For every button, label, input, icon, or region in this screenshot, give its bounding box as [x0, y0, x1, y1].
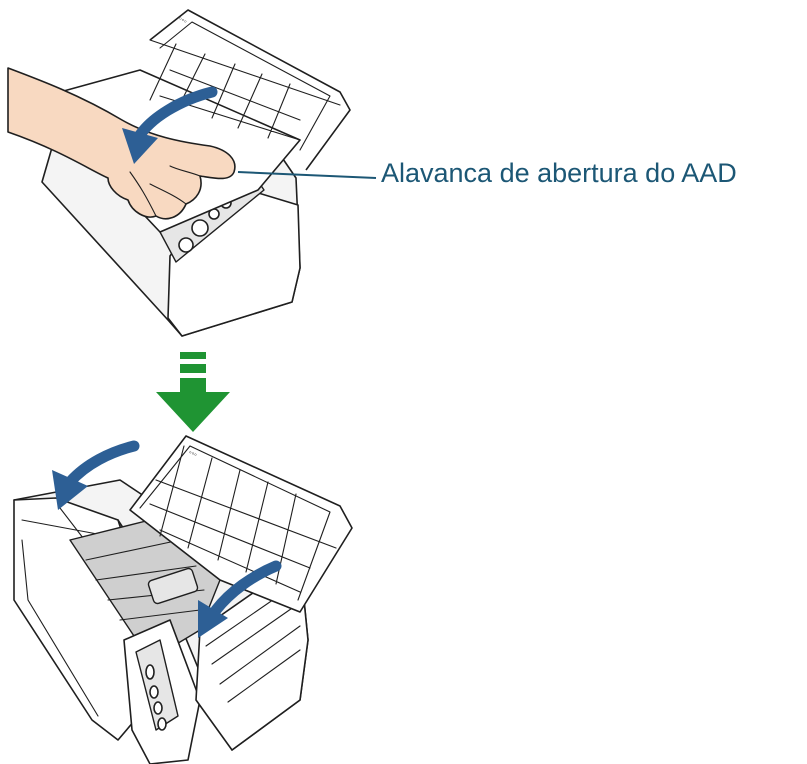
open-chute-marking: ◦◦◦	[187, 448, 199, 460]
hand-arm	[7, 67, 236, 220]
scanner-open-illustration: ◦◦◦	[13, 435, 353, 764]
curved-arrow-left-icon	[52, 440, 140, 510]
adf-lever-callout-label: Alavanca de abertura do AAD	[381, 158, 737, 188]
curved-arrow-right-icon	[198, 560, 282, 638]
power-button	[178, 237, 194, 253]
chute-frame	[149, 9, 351, 171]
open-chute-inner	[139, 445, 331, 601]
down-arrow-icon	[156, 352, 230, 432]
curved-arrow-top-icon	[122, 86, 218, 164]
roller-lines	[85, 539, 205, 621]
finger-lines	[129, 165, 201, 217]
interior-tray-lines	[205, 583, 301, 703]
roller	[147, 567, 199, 605]
chute-inner-frame	[159, 21, 331, 151]
open-button-3	[153, 701, 163, 715]
chute-marking: ◦◦◦	[177, 14, 189, 26]
callout-leader-line	[237, 171, 377, 179]
scan-button	[191, 219, 209, 237]
chute-guide-lines	[149, 39, 341, 141]
open-button-4	[157, 717, 167, 731]
open-control-strip	[135, 639, 179, 731]
scanner-closed-illustration: ◦◦◦	[7, 9, 351, 337]
open-button-1	[145, 664, 155, 680]
open-chute-grid	[149, 445, 337, 593]
open-button-2	[149, 685, 159, 699]
open-paper-chute	[129, 435, 353, 613]
